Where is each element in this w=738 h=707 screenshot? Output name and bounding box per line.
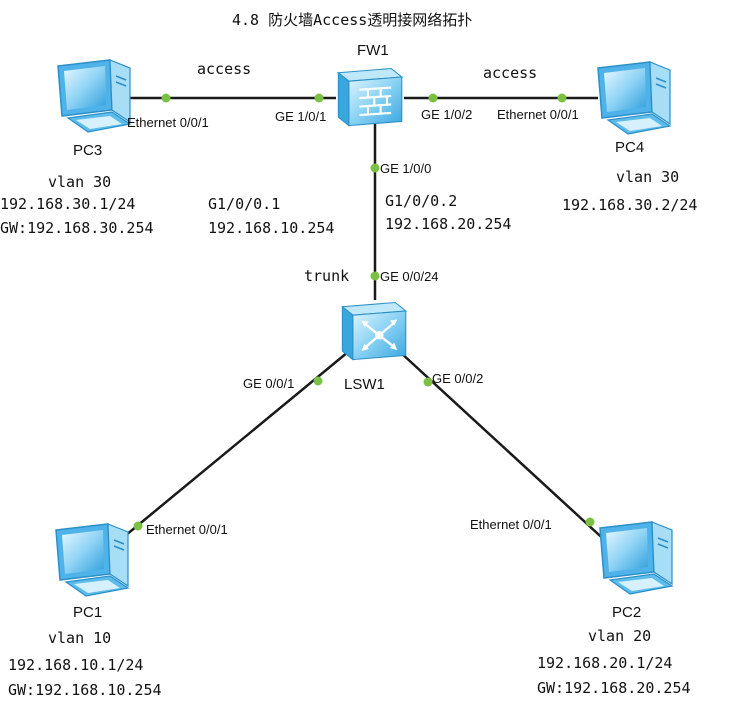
pc-icon (599, 521, 673, 595)
pc-icon (597, 61, 671, 135)
link-mode-fw1-lsw1: trunk (304, 267, 349, 285)
pc1-vlan: vlan 10 (48, 629, 111, 647)
pc2-ip: 192.168.20.1/24 (537, 654, 672, 672)
link-lsw1-pc2 (399, 351, 611, 546)
pc3-ip: 192.168.30.1/24 (0, 195, 135, 213)
port-dot-fw1-ge102 (428, 93, 438, 103)
port-dot-lsw1-ge001 (313, 376, 323, 386)
device-pc3[interactable]: PC3 vlan 30 192.168.30.1/24 GW:192.168.3… (0, 59, 154, 237)
link-mode-pc3-fw1: access (197, 60, 251, 78)
switch-icon (341, 301, 407, 361)
port-label-lsw1-ge002: GE 0/0/2 (432, 371, 483, 386)
lsw1-name: LSW1 (344, 376, 385, 393)
port-label-pc2-eth: Ethernet 0/0/1 (470, 517, 552, 532)
port-dot-pc3-eth (161, 93, 171, 103)
device-pc1[interactable]: PC1 vlan 10 192.168.10.1/24 GW:192.168.1… (8, 523, 162, 699)
firewall-icon (337, 67, 403, 127)
subif2-name: G1/0/0.2 (385, 192, 457, 210)
pc-icon (57, 59, 131, 133)
port-label-lsw1-ge0024: GE 0/0/24 (380, 269, 439, 284)
link-lsw1-pc1 (119, 351, 349, 541)
pc1-name: PC1 (73, 604, 102, 621)
port-label-lsw1-ge001: GE 0/0/1 (243, 376, 294, 391)
port-dot-lsw1-ge0024 (370, 271, 380, 281)
port-label-pc4-eth: Ethernet 0/0/1 (497, 107, 579, 122)
port-dots (133, 93, 595, 531)
pc2-name: PC2 (612, 604, 641, 621)
device-lsw1[interactable]: LSW1 (341, 301, 407, 393)
port-dot-fw1-ge101 (314, 93, 324, 103)
pc3-vlan: vlan 30 (48, 173, 111, 191)
pc4-name: PC4 (615, 139, 644, 156)
device-fw1[interactable]: FW1 (337, 42, 403, 127)
port-label-fw1-ge102: GE 1/0/2 (421, 107, 472, 122)
port-label-pc3-eth: Ethernet 0/0/1 (127, 115, 209, 130)
subif2-ip: 192.168.20.254 (385, 215, 511, 233)
port-label-fw1-ge100: GE 1/0/0 (380, 161, 431, 176)
port-dot-pc2-eth (585, 517, 595, 527)
pc3-gateway: GW:192.168.30.254 (0, 219, 154, 237)
subif1-ip: 192.168.10.254 (208, 219, 334, 237)
pc2-vlan: vlan 20 (588, 627, 651, 645)
port-dot-pc4-eth (557, 93, 567, 103)
device-pc4[interactable]: PC4 vlan 30 192.168.30.2/24 (562, 61, 697, 214)
port-dot-lsw1-ge002 (423, 377, 433, 387)
port-dot-pc1-eth (133, 521, 143, 531)
fw1-name: FW1 (357, 42, 389, 59)
diagram-title: 4.8 防火墙Access透明接网络拓扑 (232, 11, 472, 29)
subif1-name: G1/0/0.1 (208, 195, 280, 213)
pc-icon (55, 523, 129, 597)
port-label-fw1-ge101: GE 1/0/1 (275, 109, 326, 124)
pc1-ip: 192.168.10.1/24 (8, 656, 143, 674)
pc1-gateway: GW:192.168.10.254 (8, 681, 162, 699)
link-mode-fw1-pc4: access (483, 64, 537, 82)
pc2-gateway: GW:192.168.20.254 (537, 679, 691, 697)
pc3-name: PC3 (73, 142, 102, 159)
device-pc2[interactable]: PC2 vlan 20 192.168.20.1/24 GW:192.168.2… (537, 521, 691, 697)
pc4-vlan: vlan 30 (616, 168, 679, 186)
pc4-ip: 192.168.30.2/24 (562, 196, 697, 214)
port-dot-fw1-ge100 (370, 163, 380, 173)
port-label-pc1-eth: Ethernet 0/0/1 (146, 522, 228, 537)
